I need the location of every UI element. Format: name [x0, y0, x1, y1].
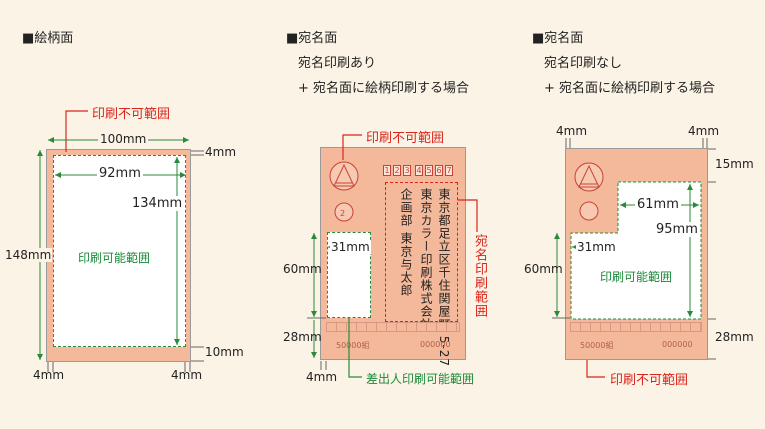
panel2-bottom-boxes	[326, 322, 460, 332]
panel2-address-area-label: 宛名印刷範囲	[472, 234, 487, 318]
panel1-heading: ■絵柄面	[22, 31, 74, 46]
panel2-sender-area-label: 差出人印刷可能範囲	[366, 372, 475, 386]
panel3-nonprint-label: 印刷不可範囲	[610, 373, 689, 388]
panel2-subtitle-2: + 宛名面に絵柄印刷する場合	[298, 81, 470, 96]
panel1-printable-label: 印刷可能範囲	[78, 251, 151, 265]
postal-box-1: 1	[383, 165, 391, 176]
panel1-inner-height-label: 134mm	[130, 196, 185, 211]
panel3-sender-width-label: 31mm	[576, 240, 617, 254]
svg-text:2: 2	[340, 209, 345, 218]
postal-box-5: 5	[425, 165, 433, 176]
panel1-top-margin-label: 4mm	[205, 145, 237, 159]
panel3-heading: ■宛名面	[532, 31, 584, 46]
panel3-bottom-boxes	[570, 322, 702, 332]
panel3-printable-label: 印刷可能範囲	[600, 270, 673, 284]
panel3-top-label: 15mm	[715, 157, 754, 171]
postal-box-3: 3	[403, 165, 411, 176]
panel3-subtitle-2: + 宛名面に絵柄印刷する場合	[544, 81, 716, 96]
panel3-left-margin-label: 4mm	[556, 124, 588, 138]
panel3-sender-height-label: 60mm	[524, 262, 563, 276]
panel1-height-label: 148mm	[4, 248, 53, 262]
panel2-sender-height-label: 60mm	[283, 262, 322, 276]
picture-side-printable-area	[53, 155, 186, 347]
postal-box-7: 7	[445, 165, 453, 176]
panel2-subtitle-1: 宛名印刷あり	[298, 56, 377, 71]
postal-box-2: 2	[393, 165, 401, 176]
panel1-inner-width-label: 92mm	[97, 166, 143, 181]
sender-line-2: 東京与太郎	[399, 232, 413, 297]
panel3-notch-height-label: 95mm	[654, 222, 700, 237]
panel2-left-label: 4mm	[306, 370, 338, 384]
panel2-nonprint-label: 印刷不可範囲	[366, 131, 445, 146]
panel3-bottom-code-left: 50000組	[580, 341, 614, 350]
panel3-notch-width-label: 61mm	[635, 197, 681, 212]
panel2-bottom-code-left: 50000組	[336, 341, 370, 350]
address-line-2: 東京カラー印刷株式会社	[419, 188, 433, 331]
panel2-heading: ■宛名面	[286, 31, 338, 46]
panel3-right-margin-label: 4mm	[688, 124, 720, 138]
panel1-nonprint-label: 印刷不可範囲	[92, 107, 171, 122]
panel3-subtitle-1: 宛名印刷なし	[544, 56, 623, 71]
panel1-bottom-margin-label: 10mm	[205, 345, 244, 359]
panel3-bottom-code-right: 000000	[662, 340, 693, 349]
panel2-sender-width-label: 31mm	[330, 240, 371, 254]
postal-box-6: 6	[435, 165, 443, 176]
panel3-bottom-label: 28mm	[715, 330, 754, 344]
panel1-left-margin-label: 4mm	[33, 368, 65, 382]
sender-line-1: 企画部	[399, 188, 413, 227]
panel1-right-margin-label: 4mm	[171, 368, 203, 382]
panel2-bottom-label: 28mm	[283, 330, 322, 344]
address-print-area	[385, 182, 458, 322]
panel2-bottom-code-right: 000000	[420, 340, 451, 349]
postal-box-4: 4	[415, 165, 423, 176]
panel1-width-label: 100mm	[98, 132, 149, 146]
